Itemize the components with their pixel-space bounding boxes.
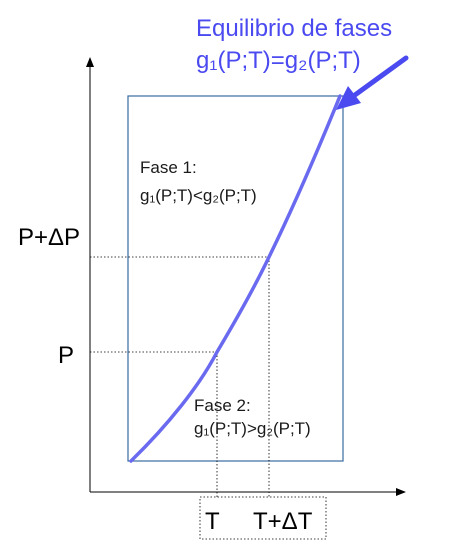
pointer-arrowhead bbox=[336, 86, 361, 110]
phase2-relation: g₁(P;T)>g₂(P;T) bbox=[194, 419, 311, 438]
y-tick-p: P bbox=[58, 342, 74, 369]
title-line-1: Equilibrio de fases bbox=[196, 15, 392, 42]
x-ticks-box bbox=[199, 496, 327, 540]
pointer-arrow-shaft bbox=[345, 55, 409, 103]
title-line-2: g₁(P;T)=g₂(P;T) bbox=[196, 47, 361, 74]
x-tick-t: T bbox=[205, 508, 220, 535]
phase1-name: Fase 1: bbox=[140, 158, 197, 177]
y-tick-p-plus-dp: P+ΔP bbox=[18, 224, 80, 251]
phase1-relation: g₁(P;T)<g₂(P;T) bbox=[140, 186, 257, 205]
x-tick-t-plus-dt: T+ΔT bbox=[253, 508, 313, 535]
coexistence-curve bbox=[129, 94, 342, 463]
phase2-name: Fase 2: bbox=[194, 396, 251, 415]
region-box bbox=[127, 95, 344, 462]
